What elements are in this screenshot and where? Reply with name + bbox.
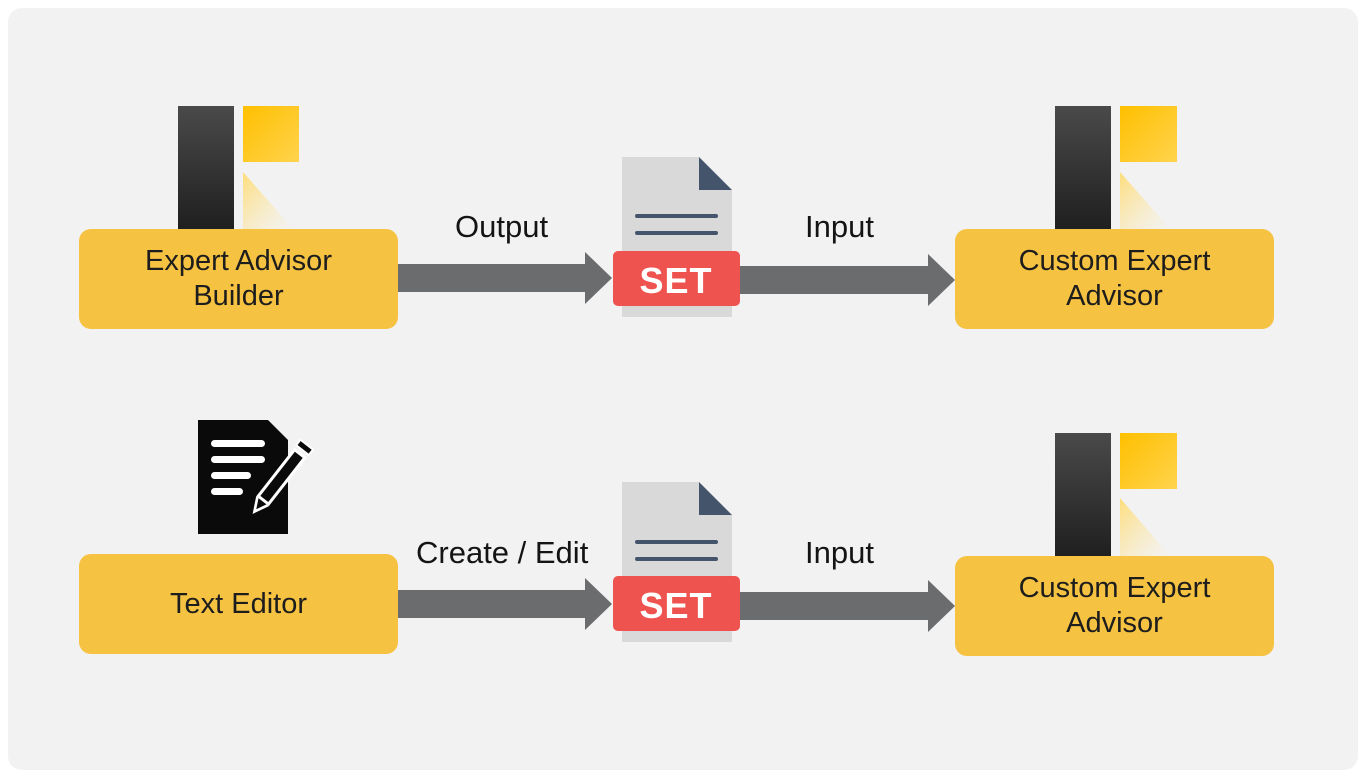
custom-expert-advisor-box: Custom Expert Advisor: [955, 556, 1274, 656]
set-file-icon: [613, 482, 740, 642]
create-edit-label: Create / Edit: [416, 535, 589, 570]
text-editor-box: Text Editor: [79, 554, 398, 654]
set-file-icon: [613, 157, 740, 317]
set-badge-label: SET: [639, 585, 712, 626]
output-label: Output: [455, 209, 549, 244]
ea-builder-logo-icon: [1055, 433, 1177, 557]
source-label: Text Editor: [170, 587, 307, 620]
ea-builder-logo-icon: [1055, 106, 1177, 230]
create-edit-arrow: [397, 578, 612, 630]
expert-advisor-builder-box: Expert Advisor Builder: [79, 229, 398, 329]
input-arrow: [740, 580, 955, 632]
custom-expert-advisor-box: Custom Expert Advisor: [955, 229, 1274, 329]
input-label: Input: [805, 535, 874, 570]
text-editor-icon: [198, 420, 315, 534]
ea-builder-logo-icon: [178, 106, 299, 230]
set-badge-label: SET: [639, 260, 712, 301]
input-arrow: [740, 254, 955, 306]
input-label: Input: [805, 209, 874, 244]
target-label: Custom Expert Advisor: [1018, 572, 1211, 639]
source-label: Expert Advisor Builder: [145, 245, 332, 312]
target-label: Custom Expert Advisor: [1018, 245, 1211, 312]
output-arrow: [397, 252, 612, 304]
